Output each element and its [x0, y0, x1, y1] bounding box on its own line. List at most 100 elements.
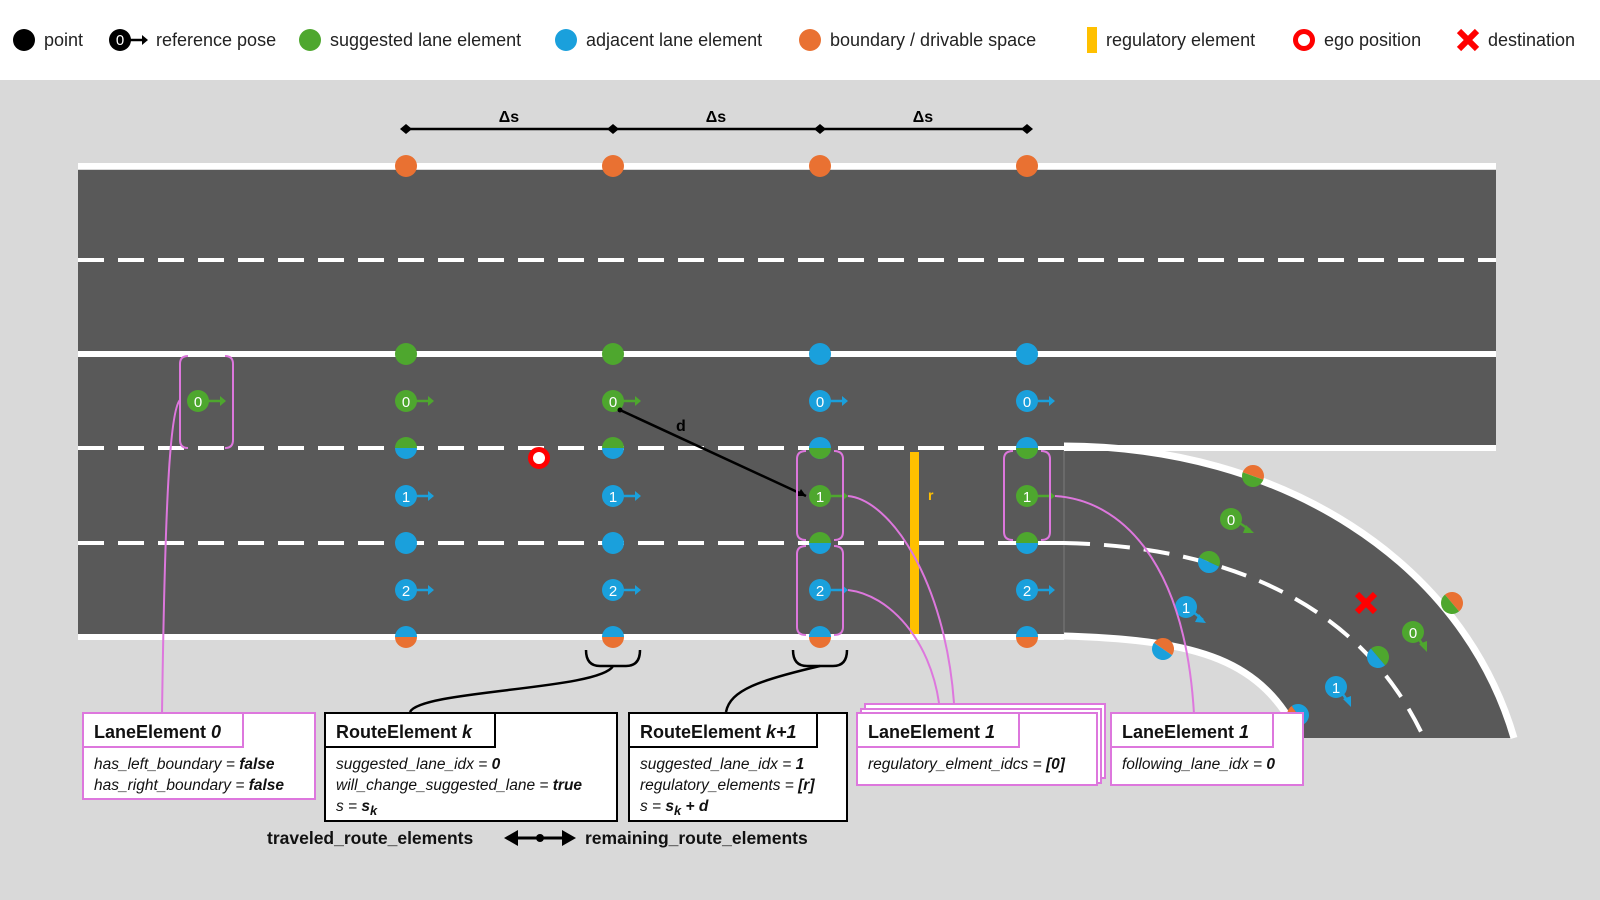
split-point: [395, 437, 417, 459]
adjacent-lane-icon: [555, 29, 577, 51]
reference-pose: 0: [1220, 508, 1254, 533]
split-point: [602, 437, 624, 459]
delta-s-label-2: Δs: [706, 109, 727, 126]
route-element-braces: [408, 649, 849, 713]
suggested-lane-point: [602, 343, 624, 365]
boundary-point: [602, 155, 624, 177]
legend: point 0 reference pose suggested lane el…: [0, 0, 1600, 80]
delta-s-dimension: Δs Δs Δs: [400, 109, 1033, 134]
destination-icon: [1456, 28, 1480, 52]
svg-text:0: 0: [1227, 512, 1235, 529]
suggested-lane-point: [395, 343, 417, 365]
boundary-point: [395, 155, 417, 177]
route-element-k-title: RouteElement k: [324, 712, 496, 748]
exit-road: [1064, 448, 1512, 738]
distance-d-label: d: [676, 418, 686, 435]
split-point: [1198, 551, 1220, 573]
adjacent-lane-point: [809, 437, 831, 459]
reference-pose: 2: [395, 579, 434, 601]
split-point: [1367, 646, 1389, 668]
following-lane-idx-row: following_lane_idx = 0: [1122, 756, 1275, 773]
legend-destination-label: destination: [1488, 29, 1576, 50]
svg-text:1: 1: [816, 489, 824, 506]
reference-pose: 0: [395, 390, 434, 412]
legend-regulatory-label: regulatory element: [1106, 29, 1256, 50]
reference-pose: 2: [602, 579, 641, 601]
boundary-point: [809, 155, 831, 177]
adjacent-lane-point: [395, 532, 417, 554]
distance-d-arrow: d: [617, 407, 807, 498]
regulatory-element-idcs-row: regulatory_elment_idcs = [0]: [868, 756, 1065, 773]
will-change-suggested-lane-row: will_change_suggested_lane = true: [336, 777, 583, 794]
route-direction-arrow: [504, 830, 576, 846]
lane-element-1-title: LaneElement 1: [856, 712, 1020, 748]
boundary-icon: [799, 29, 821, 51]
reference-pose: 0: [1016, 390, 1055, 412]
split-point: [1242, 465, 1264, 487]
suggested-lane-icon: [299, 29, 321, 51]
legend-suggested-lane: suggested lane element: [298, 22, 521, 58]
reference-pose: 1: [395, 485, 434, 507]
svg-text:2: 2: [402, 583, 410, 600]
suggested-lane-idx-row: suggested_lane_idx = 0: [336, 756, 501, 773]
lane-element-1-regulatory-box: LaneElement 1 regulatory_elment_idcs = […: [856, 712, 1098, 786]
has-left-boundary-row: has_left_boundary = false: [94, 756, 275, 773]
s-row: s = sk + d: [640, 798, 709, 819]
reference-pose: 1: [602, 485, 641, 507]
exit-inner-edge: [1063, 632, 1304, 740]
legend-boundary-label: boundary / drivable space: [830, 29, 1037, 50]
lane-element-connectors: [161, 399, 1195, 715]
reference-pose: 0: [809, 390, 848, 412]
lane-element-1-title: LaneElement 1: [1110, 712, 1274, 748]
adjacent-lane-point: [1016, 343, 1038, 365]
lane-element-brackets: [179, 355, 1051, 636]
svg-text:2: 2: [1023, 583, 1031, 600]
legend-suggested-lane-label: suggested lane element: [330, 29, 522, 50]
traveled-route-elements-label: traveled_route_elements: [267, 828, 474, 848]
legend-reference-pose-label: reference pose: [156, 29, 277, 50]
svg-text:0: 0: [816, 394, 824, 411]
reference-pose: 1: [1175, 596, 1206, 623]
route-element-k-box: RouteElement k suggested_lane_idx = 0 wi…: [324, 712, 618, 822]
reference-pose: 0: [1402, 621, 1427, 652]
split-point: [809, 532, 831, 554]
reference-pose-icon: 0: [109, 29, 148, 51]
reference-pose: 1: [1325, 676, 1351, 707]
delta-s-label-1: Δs: [499, 109, 520, 126]
regulatory-element-bar: [910, 452, 919, 634]
has-right-boundary-row: has_right_boundary = false: [94, 777, 285, 794]
suggested-lane-idx-row: suggested_lane_idx = 1: [640, 756, 805, 773]
legend-boundary: boundary / drivable space: [798, 22, 1036, 58]
point-icon: [13, 29, 35, 51]
svg-text:2: 2: [609, 583, 617, 600]
legend-regulatory: regulatory element: [1086, 22, 1255, 58]
svg-text:0: 0: [116, 32, 124, 49]
split-point: [1441, 592, 1463, 614]
ego-position-marker: [528, 447, 550, 469]
reference-pose: 0: [602, 390, 641, 412]
boundary-split-point: [809, 626, 831, 648]
svg-text:0: 0: [194, 394, 202, 411]
exit-outer-edge: [1063, 442, 1518, 739]
legend-reference-pose: 0 reference pose: [108, 22, 276, 58]
legend-adjacent-lane: adjacent lane element: [554, 22, 762, 58]
svg-text:1: 1: [609, 489, 617, 506]
svg-text:0: 0: [1023, 394, 1031, 411]
route-element-k1-title: RouteElement k+1: [628, 712, 818, 748]
lane-element-0-box: LaneElement 0 has_left_boundary = false …: [82, 712, 316, 800]
road-diagram: r Δs Δs Δs 0 0: [78, 109, 1518, 846]
svg-text:0: 0: [609, 394, 617, 411]
reference-pose: 0: [187, 390, 226, 412]
legend-ego: ego position: [1292, 22, 1421, 58]
lane-element-0-title: LaneElement 0: [82, 712, 244, 748]
ego-position-icon: [1293, 29, 1315, 51]
svg-text:2: 2: [816, 583, 824, 600]
remaining-route-elements-label: remaining_route_elements: [585, 828, 808, 848]
svg-text:1: 1: [1332, 680, 1340, 697]
boundary-point: [1016, 155, 1038, 177]
lane-element-1-following-box: LaneElement 1 following_lane_idx = 0: [1110, 712, 1304, 786]
split-point: [1152, 638, 1174, 660]
regulatory-element-icon: [1087, 27, 1097, 53]
destination-marker: [1354, 591, 1378, 615]
svg-text:0: 0: [1409, 625, 1417, 642]
